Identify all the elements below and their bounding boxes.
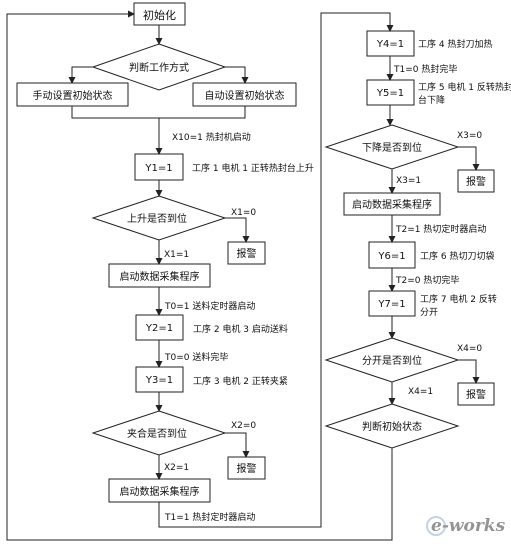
watermark-text: e-works — [431, 516, 506, 536]
label-x1-1: X1=1 — [164, 250, 189, 260]
y7-text: Y7=1 — [377, 299, 405, 310]
alarm1-text: 报警 — [237, 247, 257, 260]
edge-separate-alarm4 — [458, 359, 480, 384]
alarm3-text: 报警 — [466, 175, 486, 188]
raise-check-text: 上升是否到位 — [127, 212, 187, 225]
label-step3: 工序 3 电机 2 正转夹紧 — [193, 375, 288, 387]
edge-loop-back — [6, 10, 393, 541]
judge-init-text: 判断初始状态 — [362, 420, 422, 433]
y5-text: Y5=1 — [376, 88, 404, 99]
y3-box — [135, 366, 184, 393]
label-x3-0: X3=0 — [457, 131, 482, 141]
judge-mode-diamond — [91, 43, 227, 91]
separate-check-text: 分开是否到位 — [362, 354, 422, 367]
label-step7-b: 分开 — [420, 307, 438, 318]
label-t1-0: T1=0 热封完毕 — [393, 63, 457, 75]
label-step4: 工序 4 热封刀加热 — [418, 38, 492, 50]
clamp-check-text: 夹合是否到位 — [127, 427, 187, 440]
y1-box — [134, 153, 184, 181]
collect3-text: 启动数据采集程序 — [352, 198, 432, 211]
label-x4-0: X4=0 — [457, 344, 482, 354]
label-t2-1: T2=1 热切定时器启动 — [395, 223, 486, 235]
e-works-logo: e-works — [426, 516, 506, 536]
label-t0-0: T0=0 送料完毕 — [164, 351, 228, 363]
label-step5-b: 台下降 — [418, 94, 445, 106]
edge-manual-merge — [71, 106, 159, 119]
label-x2-1: X2=1 — [164, 463, 189, 473]
y4-text: Y4=1 — [376, 39, 404, 50]
y3-text: Y3=1 — [145, 375, 173, 386]
label-t0-1: T0=1 送料定时器启动 — [164, 300, 255, 312]
collect2-text: 启动数据采集程序 — [120, 485, 200, 498]
label-x2-0: X2=0 — [231, 421, 256, 431]
label-step6: 工序 6 热切刀切袋 — [420, 250, 494, 262]
label-x3-1: X3=1 — [396, 176, 421, 186]
edge-auto-merge — [159, 106, 246, 119]
edge-judge-auto — [225, 66, 249, 84]
label-x4-1: X4=1 — [408, 387, 433, 397]
edge-raise-alarm1 — [225, 217, 250, 243]
edge-collect2-y4 — [158, 12, 394, 528]
y1-text: Y1=1 — [144, 163, 172, 174]
edge-judge-manual — [68, 66, 93, 84]
edge-clamp-alarm2 — [225, 432, 250, 458]
y7-box — [368, 290, 416, 317]
alarm2-text: 报警 — [237, 462, 257, 475]
judge-mode-text: 判断工作方式 — [129, 61, 189, 74]
lower-check-text: 下降是否到位 — [362, 141, 422, 154]
label-step1: 工序 1 电机 1 正转热封台上升 — [192, 162, 314, 174]
label-t1-1: T1=1 热封定时器启动 — [164, 511, 255, 523]
label-step7-a: 工序 7 电机 2 反转 — [420, 293, 497, 305]
label-step5-a: 工序 5 电机 1 反转热封 — [418, 81, 511, 93]
label-x1-0: X1=0 — [231, 208, 256, 218]
auto-init-text: 自动设置初始状态 — [205, 89, 285, 102]
collect1-text: 启动数据采集程序 — [120, 270, 200, 283]
label-t2-0: T2=0 热切完毕 — [395, 274, 459, 286]
alarm4-text: 报警 — [466, 388, 486, 401]
y2-text: Y2=1 — [145, 323, 173, 334]
label-step2: 工序 2 电机 3 启动送料 — [193, 323, 288, 335]
manual-init-text: 手动设置初始状态 — [33, 89, 113, 102]
y6-text: Y6=1 — [377, 251, 405, 262]
label-x10: X10=1 热封机启动 — [172, 131, 251, 143]
init-text: 初始化 — [143, 8, 176, 22]
edge-lower-alarm3 — [458, 146, 480, 171]
